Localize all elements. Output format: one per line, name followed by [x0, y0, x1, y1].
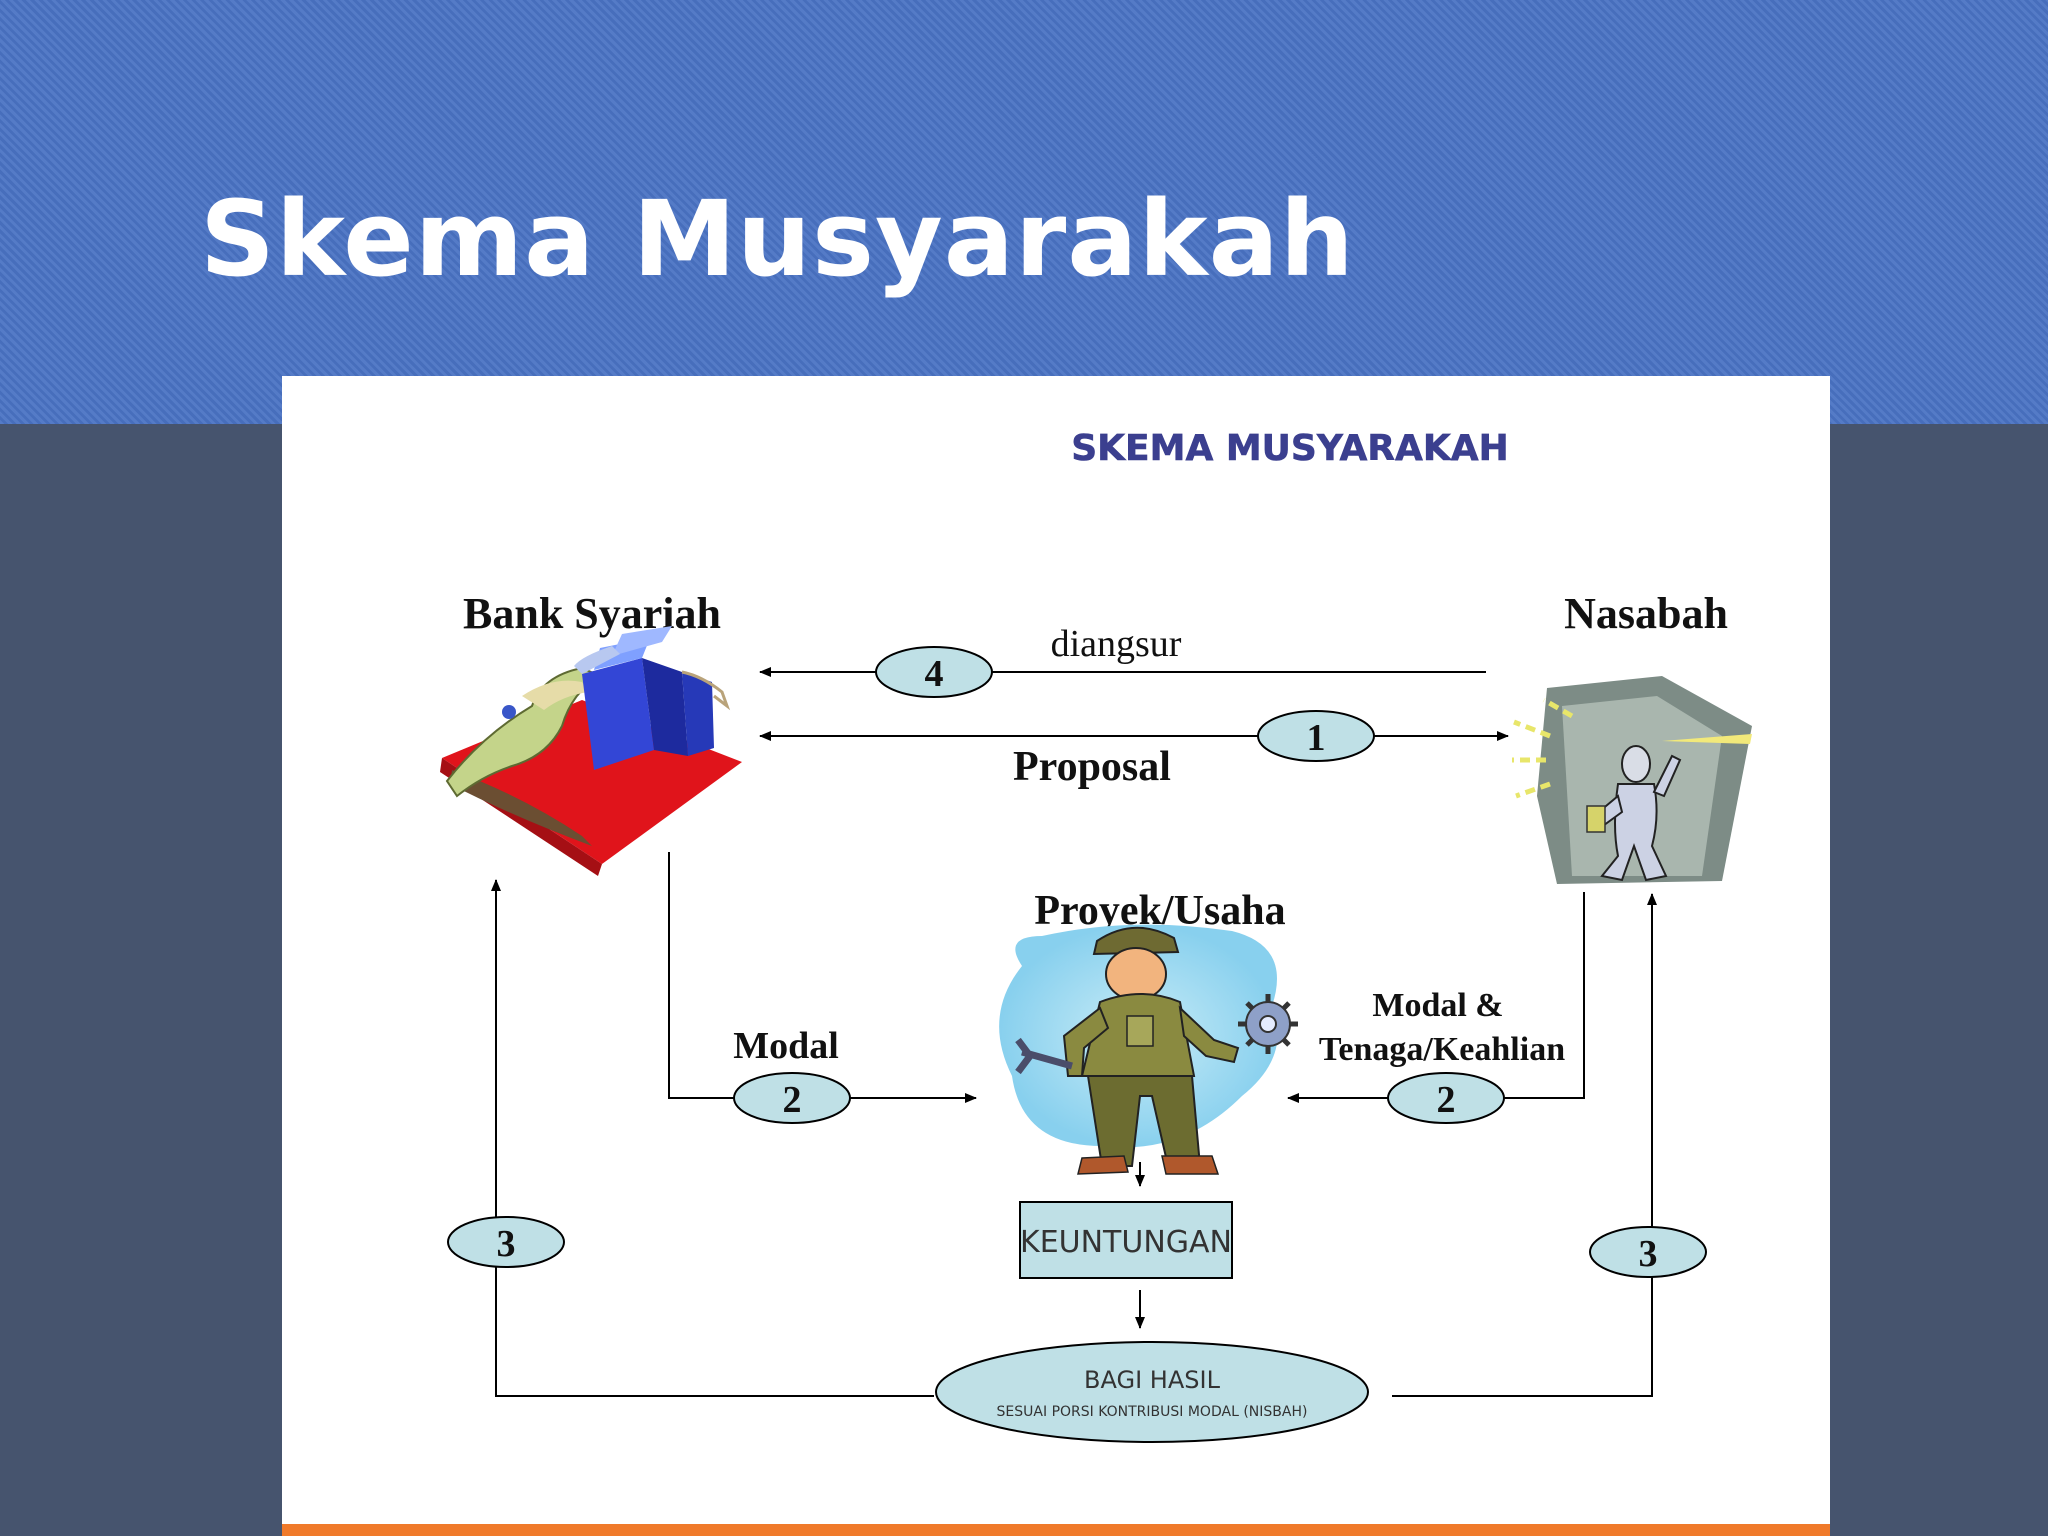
arrow-share-to-bank [491, 879, 934, 1397]
step-badge-4 [875, 646, 993, 698]
diagram-title: SKEMA MUSYARAKAH [1071, 428, 1509, 469]
step-number-2-client: 2 [1437, 1079, 1456, 1121]
step-number-2-bank: 2 [783, 1079, 802, 1121]
arrow-bank-capital [668, 852, 977, 1103]
bank-capital-label: Modal [733, 1025, 839, 1067]
nasabah-label: Nasabah [1564, 589, 1728, 638]
step-badge-2-client [1387, 1072, 1505, 1124]
profit-label: KEUNTUNGAN [1020, 1225, 1232, 1260]
step-number-3-client: 3 [1639, 1233, 1658, 1275]
header-band [0, 0, 2048, 424]
step-number-4: 4 [925, 653, 944, 695]
step-badge-1 [1257, 710, 1375, 762]
musyarakah-diagram: SKEMA MUSYARAKAH Bank Syariah Nasabah Pr… [440, 428, 1752, 1443]
arrow-share-to-client [1392, 893, 1657, 1397]
bank-label: Bank Syariah [463, 589, 721, 638]
profit-share-ellipse [935, 1341, 1369, 1443]
proposal-label: Proposal [1013, 744, 1171, 790]
step-number-1: 1 [1307, 717, 1326, 759]
step-badge-3-client [1589, 1226, 1707, 1278]
step-badge-2-bank [733, 1072, 851, 1124]
client-capital-label-line2: Tenaga/Keahlian [1319, 1031, 1565, 1068]
step-number-3-bank: 3 [497, 1223, 516, 1265]
panel-bottom-strip [282, 1524, 1830, 1536]
worker-illustration [999, 924, 1298, 1175]
profit-share-label: BAGI HASIL [1084, 1366, 1221, 1394]
bank-illustration [440, 626, 742, 876]
arrow-client-capital [1287, 892, 1585, 1103]
profit-box [1019, 1201, 1233, 1279]
installment-label: diangsur [1051, 623, 1182, 665]
step-badge-3-bank [447, 1216, 565, 1268]
nasabah-illustration [1512, 676, 1752, 884]
client-capital-label-line1: Modal & [1372, 987, 1503, 1024]
profit-share-note: SESUAI PORSI KONTRIBUSI MODAL (NISBAH) [997, 1404, 1308, 1420]
slide-title: Skema Musyarakah [200, 178, 1355, 300]
